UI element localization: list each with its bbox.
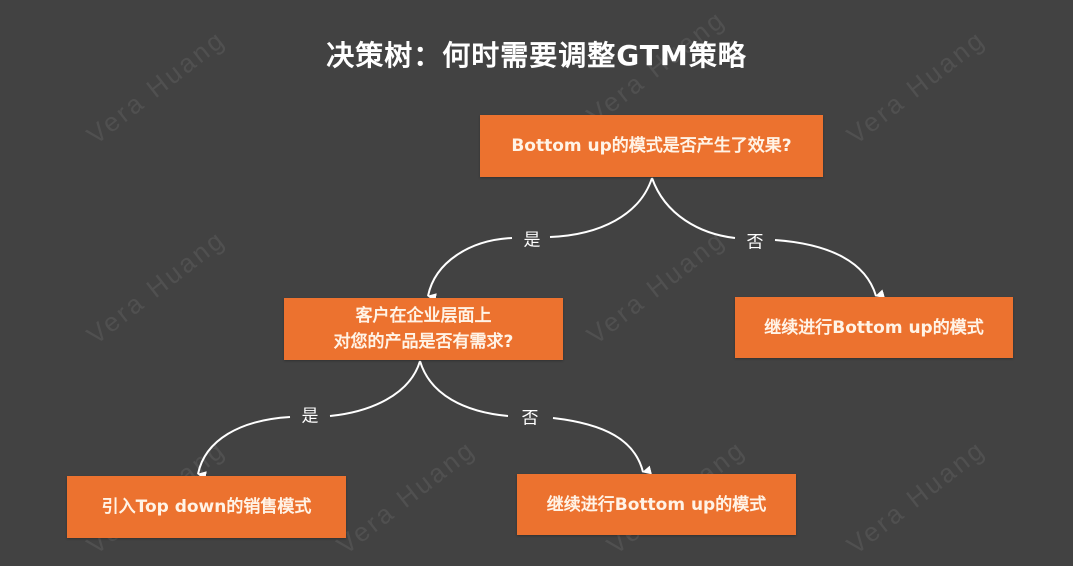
edge-label-no: 否 xyxy=(746,232,764,253)
edge-root-yes xyxy=(549,177,653,238)
node-label: 继续进行Bottom up的模式 xyxy=(546,494,767,515)
node-label-line2: 对您的产品是否有需求? xyxy=(333,332,514,352)
node-label: 引入Top down的销售模式 xyxy=(101,497,312,517)
node-label-line1: 客户在企业层面上 xyxy=(355,306,492,326)
node-label: Bottom up的模式是否产生了效果? xyxy=(511,136,792,156)
edge-label-yes: 是 xyxy=(301,406,319,427)
edge-root-no xyxy=(651,177,736,239)
node-enterprise-need-question: 客户在企业层面上 对您的产品是否有需求? xyxy=(284,298,563,360)
page-title: 决策树：何时需要调整GTM策略 xyxy=(326,39,747,72)
node-root-question: Bottom up的模式是否产生了效果? xyxy=(480,115,823,177)
edge-need-yes xyxy=(329,360,421,417)
edge-label-yes: 是 xyxy=(523,230,541,251)
node-continue-bottom-up: 继续进行Bottom up的模式 xyxy=(735,297,1013,358)
edge-need-no xyxy=(419,360,509,417)
node-introduce-top-down: 引入Top down的销售模式 xyxy=(67,476,346,538)
node-label: 继续进行Bottom up的模式 xyxy=(764,317,984,338)
edge-label-no: 否 xyxy=(521,408,539,429)
node-continue-bottom-up: 继续进行Bottom up的模式 xyxy=(517,474,796,535)
